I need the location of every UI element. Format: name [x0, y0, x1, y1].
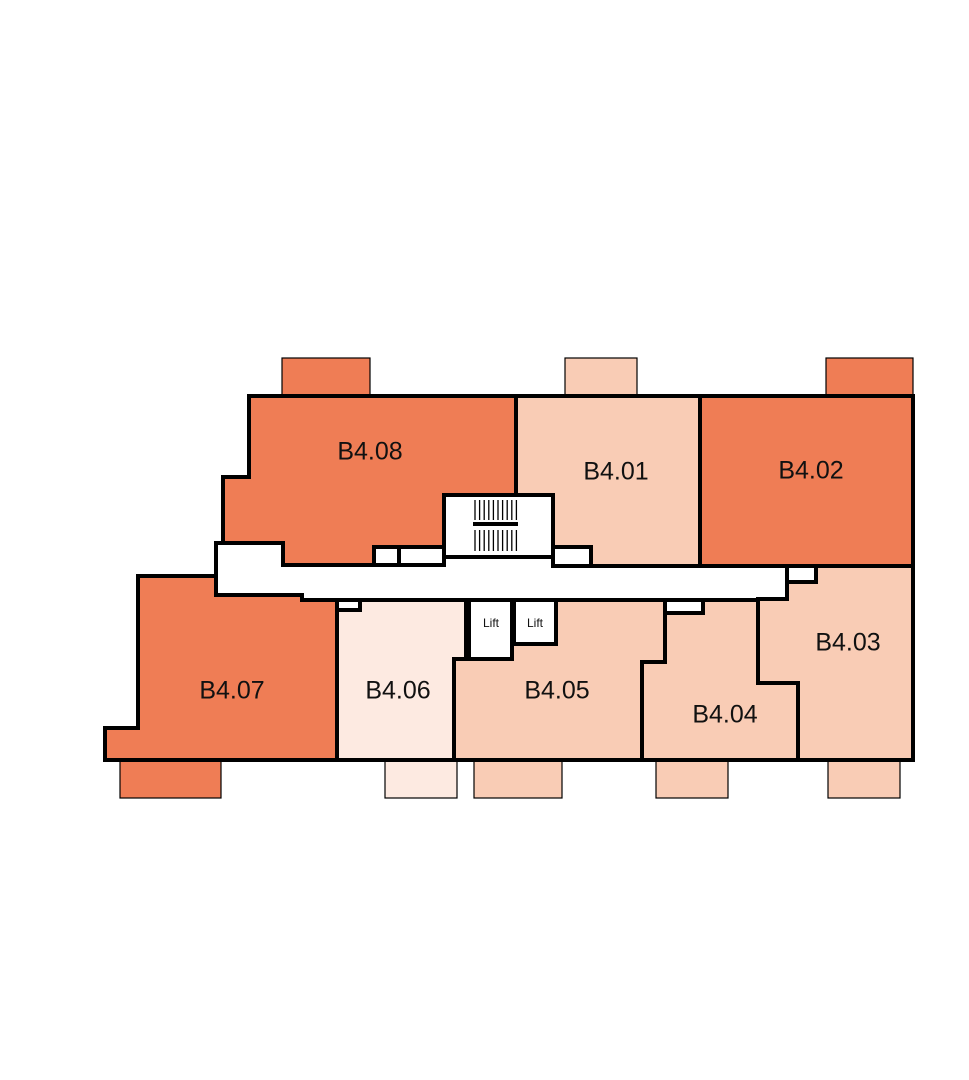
- balcony-b4-03: [827, 759, 901, 799]
- stair-treads-icon: [474, 500, 518, 551]
- service-duct-3: [551, 545, 593, 568]
- balcony-b4-01: [564, 357, 638, 397]
- service-duct-6: [663, 598, 705, 615]
- balcony-b4-02: [825, 357, 914, 397]
- unit-label-b4-04: B4.04: [692, 701, 757, 729]
- lift-shaft-2[interactable]: [512, 598, 558, 646]
- unit-label-b4-07: B4.07: [199, 677, 264, 705]
- unit-label-b4-02: B4.02: [778, 457, 843, 485]
- balcony-b4-05: [473, 759, 563, 799]
- balcony-b4-07: [119, 759, 222, 799]
- service-duct-1: [372, 545, 401, 567]
- unit-label-b4-03: B4.03: [815, 629, 880, 657]
- balcony-b4-06: [384, 759, 458, 799]
- unit-b4-07[interactable]: [103, 574, 339, 762]
- lift-label-2: Lift: [527, 616, 544, 630]
- service-duct-4: [785, 564, 818, 584]
- unit-label-b4-08: B4.08: [337, 438, 402, 466]
- stair-landing: [473, 522, 518, 526]
- balcony-b4-04: [655, 759, 729, 799]
- unit-label-b4-01: B4.01: [583, 458, 648, 486]
- unit-label-b4-06: B4.06: [365, 677, 430, 705]
- service-duct-2: [397, 545, 446, 567]
- balcony-b4-08: [281, 357, 371, 397]
- service-duct-5: [335, 598, 362, 612]
- unit-label-b4-05: B4.05: [524, 677, 589, 705]
- lift-label-1: Lift: [483, 616, 500, 630]
- lift-shaft-1[interactable]: [467, 598, 514, 661]
